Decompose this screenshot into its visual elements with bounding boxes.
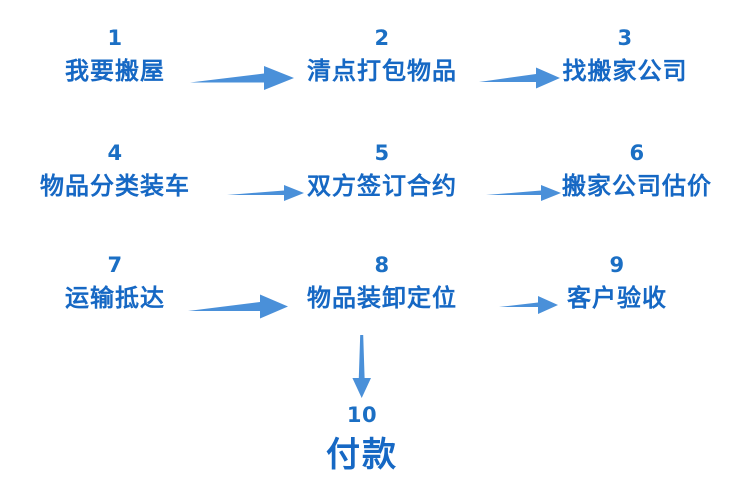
flow-node-5-label: 双方签订合约 bbox=[307, 172, 457, 200]
flow-node-10-label: 付款 bbox=[326, 435, 398, 475]
arrow-step8-to-step10-icon bbox=[344, 334, 380, 400]
flow-node-7-number: 7 bbox=[107, 253, 123, 277]
flow-node-7-label: 运输抵达 bbox=[65, 284, 165, 312]
arrow-step2-to-step3-icon bbox=[478, 64, 562, 92]
flow-node-5[interactable]: 5 双方签订合约 bbox=[307, 141, 457, 200]
flow-node-6[interactable]: 6 搬家公司估价 bbox=[562, 141, 712, 200]
arrow-step8-to-step9-icon bbox=[498, 293, 560, 317]
flow-node-6-number: 6 bbox=[629, 141, 645, 165]
flow-node-9-number: 9 bbox=[609, 253, 625, 277]
flow-node-8[interactable]: 8 物品装卸定位 bbox=[307, 253, 457, 312]
flow-node-8-label: 物品装卸定位 bbox=[307, 284, 457, 312]
flow-node-5-number: 5 bbox=[374, 141, 390, 165]
flow-node-4-label: 物品分类装车 bbox=[40, 172, 190, 200]
flow-node-7[interactable]: 7 运输抵达 bbox=[65, 253, 165, 312]
flow-node-3-label: 找搬家公司 bbox=[562, 57, 688, 85]
flow-node-3-number: 3 bbox=[617, 26, 633, 50]
arrow-step5-to-step6-icon bbox=[485, 182, 563, 204]
flow-node-6-label: 搬家公司估价 bbox=[562, 172, 712, 200]
flow-node-1-label: 我要搬屋 bbox=[65, 57, 165, 85]
arrow-step1-to-step2-icon bbox=[188, 63, 296, 93]
flow-node-4-number: 4 bbox=[107, 141, 123, 165]
flow-node-2-number: 2 bbox=[374, 26, 390, 50]
flow-node-4[interactable]: 4 物品分类装车 bbox=[40, 141, 190, 200]
flow-node-9-label: 客户验收 bbox=[567, 284, 667, 312]
flow-node-2-label: 清点打包物品 bbox=[307, 57, 457, 85]
flow-node-10[interactable]: 10 付款 bbox=[326, 403, 398, 475]
flow-node-2[interactable]: 2 清点打包物品 bbox=[307, 26, 457, 85]
flow-node-10-number: 10 bbox=[346, 403, 378, 427]
flow-node-8-number: 8 bbox=[374, 253, 390, 277]
flow-node-3[interactable]: 3 找搬家公司 bbox=[562, 26, 688, 85]
flow-node-1[interactable]: 1 我要搬屋 bbox=[65, 26, 165, 85]
flow-node-1-number: 1 bbox=[107, 26, 123, 50]
arrow-step7-to-step8-icon bbox=[186, 291, 290, 321]
flow-node-9[interactable]: 9 客户验收 bbox=[567, 253, 667, 312]
arrow-step4-to-step5-icon bbox=[226, 182, 306, 204]
